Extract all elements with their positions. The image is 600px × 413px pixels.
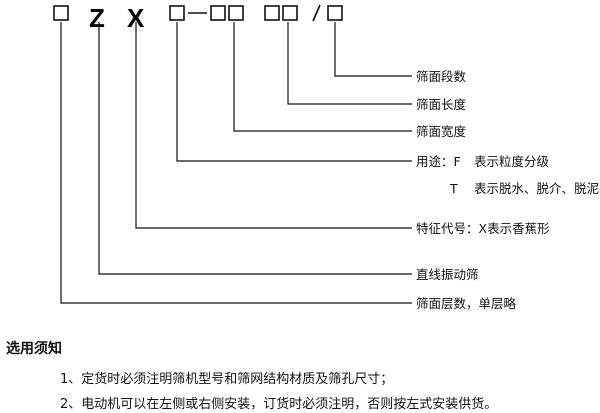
- code-letter-x: X: [127, 3, 145, 33]
- code-box-layers: [53, 5, 69, 21]
- label-screen-sections: 筛面段数: [416, 69, 467, 84]
- label-linear-vibrating: 直线振动筛: [416, 267, 479, 282]
- notes-title: 选用须知: [6, 341, 62, 357]
- leader-sections: [334, 22, 412, 77]
- leader-feature: [135, 22, 412, 229]
- leader-usage: [176, 22, 412, 162]
- label-usage-title: 用途：F: [416, 154, 461, 169]
- label-usage-t-code: T: [449, 181, 458, 196]
- code-box-width-1: [210, 5, 226, 21]
- note-item: 2、电动机可以在左侧或右侧安装，订货时必须注明，否则按左式安装供货。: [60, 397, 498, 412]
- code-box-usage: [169, 5, 185, 21]
- code-box-length-2: [282, 5, 298, 21]
- code-box-length-1: [264, 5, 280, 21]
- label-usage-f: 表示粒度分级: [474, 154, 550, 169]
- label-screen-length: 筛面长度: [416, 97, 467, 112]
- code-slash: [312, 4, 321, 22]
- leader-linear: [98, 22, 412, 275]
- note-item: 1、定货时必须注明筛机型号和筛网结构材质及筛孔尺寸；: [60, 372, 394, 387]
- leader-length: [287, 22, 412, 105]
- leader-layers: [60, 22, 412, 304]
- label-screen-layers: 筛面层数，单层略: [416, 296, 517, 311]
- code-box-width-2: [228, 5, 244, 21]
- code-letter-z: Z: [89, 3, 105, 33]
- label-feature-code: 特征代号：X表示香蕉形: [416, 221, 550, 236]
- leader-width: [233, 22, 412, 132]
- label-usage-t: 表示脱水、脱介、脱泥: [474, 181, 599, 196]
- code-box-sections: [327, 5, 343, 21]
- label-screen-width: 筛面宽度: [416, 124, 467, 139]
